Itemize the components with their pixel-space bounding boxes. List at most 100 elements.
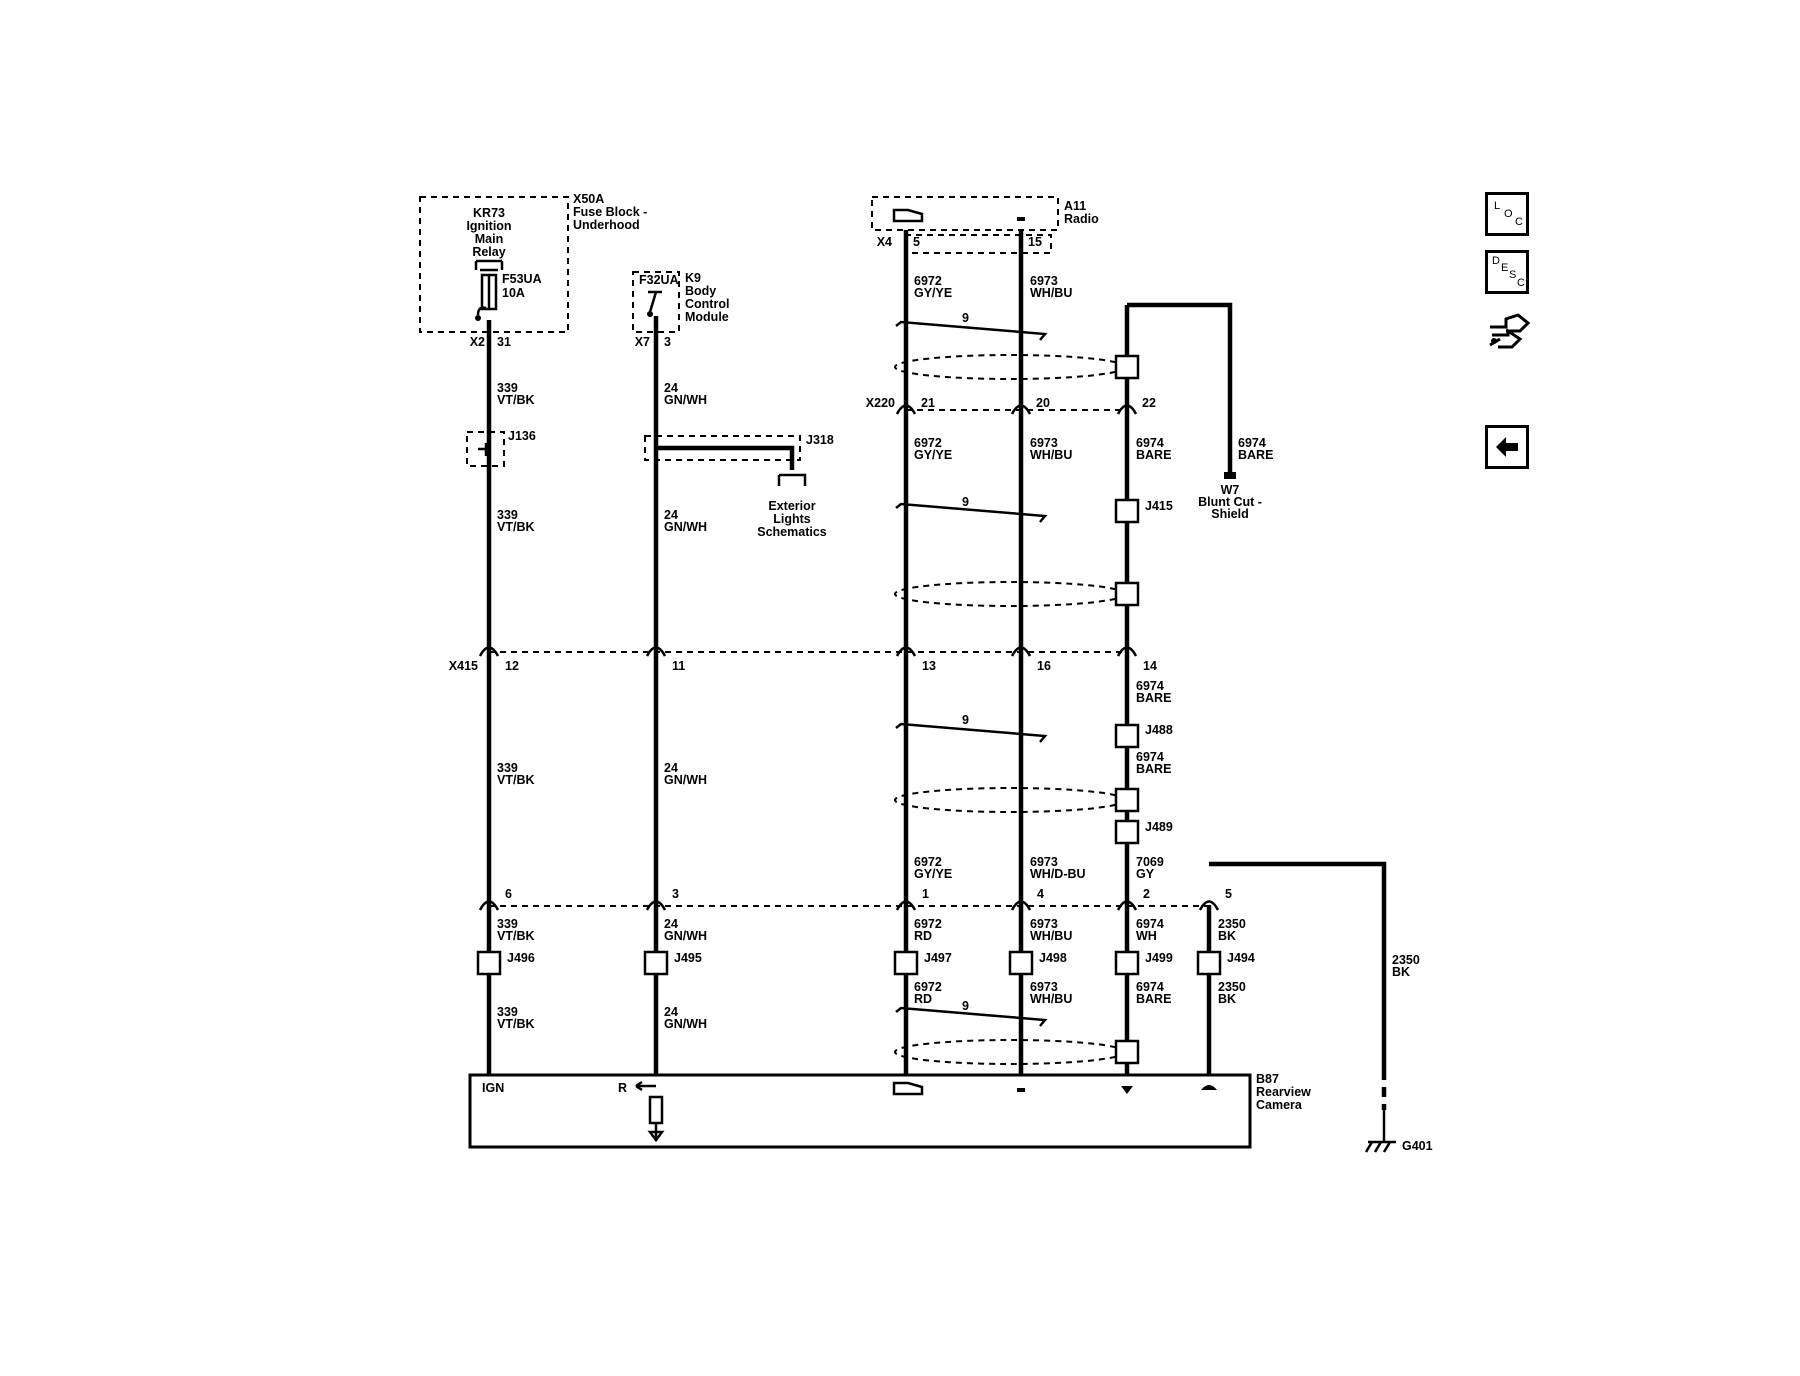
svg-text:WH/BU: WH/BU	[1030, 929, 1072, 943]
connector-view-button[interactable]	[1484, 305, 1534, 360]
svg-text:J494: J494	[1227, 951, 1255, 965]
twisted-pair-4: 9	[894, 999, 1126, 1065]
svg-text:9: 9	[962, 999, 969, 1013]
splice-j136: J136	[466, 429, 536, 467]
camera-pin-r: R	[618, 1081, 627, 1095]
svg-text:WH/BU: WH/BU	[1030, 286, 1072, 300]
connector-x4-pin-5: 5	[913, 235, 920, 249]
bcm-fuse-id: F32UA	[639, 273, 679, 287]
radio-id: A11	[1064, 199, 1086, 213]
camera-line1: Rearview	[1256, 1085, 1311, 1099]
fuse-block-x50a[interactable]: KR73 Ignition Main Relay F53UA 10A X50A …	[419, 192, 647, 333]
splice-j494	[1196, 950, 1222, 976]
svg-text:24: 24	[664, 508, 678, 522]
shield-w7: W7 Blunt Cut - Shield	[1198, 472, 1262, 521]
svg-text:Blunt Cut -: Blunt Cut -	[1198, 495, 1262, 509]
svg-text:339: 339	[497, 917, 518, 931]
splice-j497	[893, 950, 919, 976]
relay-id: KR73	[473, 206, 505, 220]
svg-text:6974: 6974	[1136, 750, 1164, 764]
svg-text:2350: 2350	[1218, 980, 1246, 994]
back-button[interactable]	[1485, 425, 1529, 469]
svg-text:6974: 6974	[1136, 679, 1164, 693]
svg-text:GN/WH: GN/WH	[664, 929, 707, 943]
splices: J415 J488 J489 J496 J495 J497 J498 J499 …	[476, 354, 1255, 1065]
svg-text:4: 4	[1037, 887, 1044, 901]
svg-text:6972: 6972	[914, 436, 942, 450]
svg-text:6: 6	[505, 887, 512, 901]
relay-line3: Relay	[472, 245, 505, 259]
svg-text:9: 9	[962, 495, 969, 509]
svg-text:6973: 6973	[1030, 855, 1058, 869]
svg-text:GN/WH: GN/WH	[664, 393, 707, 407]
svg-text:WH: WH	[1136, 929, 1157, 943]
svg-text:6973: 6973	[1030, 917, 1058, 931]
loc-button[interactable]: L O C	[1485, 192, 1529, 236]
svg-text:GY/YE: GY/YE	[914, 867, 952, 881]
svg-text:6974: 6974	[1238, 436, 1266, 450]
connector-x7-id: X7	[635, 335, 650, 349]
svg-text:J499: J499	[1145, 951, 1173, 965]
svg-text:9: 9	[962, 713, 969, 727]
svg-text:7069: 7069	[1136, 855, 1164, 869]
camera-pin-ign: IGN	[482, 1081, 504, 1095]
splice-j498	[1008, 950, 1034, 976]
svg-text:GN/WH: GN/WH	[664, 520, 707, 534]
svg-text:WH/BU: WH/BU	[1030, 992, 1072, 1006]
svg-text:GN/WH: GN/WH	[664, 773, 707, 787]
twisted-pair-2: 9	[894, 495, 1126, 607]
svg-text:339: 339	[497, 381, 518, 395]
svg-text:21: 21	[921, 396, 935, 410]
fuse-block-line2: Underhood	[573, 218, 640, 232]
svg-text:GY/YE: GY/YE	[914, 286, 952, 300]
camera-line2: Camera	[1256, 1098, 1303, 1112]
connector-x415: X415 12 11 13 16 14	[449, 646, 1157, 673]
svg-text:6973: 6973	[1030, 274, 1058, 288]
twisted-pair-1: 9	[894, 311, 1126, 380]
desc-button[interactable]: D E S C	[1485, 250, 1529, 294]
svg-text:6972: 6972	[914, 855, 942, 869]
svg-text:GN/WH: GN/WH	[664, 1017, 707, 1031]
radio-a11[interactable]: A11 Radio	[871, 196, 1099, 254]
svg-text:RD: RD	[914, 992, 932, 1006]
svg-text:VT/BK: VT/BK	[497, 929, 535, 943]
svg-text:1: 1	[922, 887, 929, 901]
svg-text:J497: J497	[924, 951, 952, 965]
svg-text:9: 9	[962, 311, 969, 325]
svg-text:RD: RD	[914, 929, 932, 943]
svg-text:X220: X220	[866, 396, 895, 410]
svg-text:339: 339	[497, 508, 518, 522]
svg-text:20: 20	[1036, 396, 1050, 410]
svg-text:J136: J136	[508, 429, 536, 443]
svg-text:VT/BK: VT/BK	[497, 1017, 535, 1031]
exterior-ref-line3: Schematics	[757, 525, 827, 539]
relay-line2: Main	[475, 232, 503, 246]
rearview-camera-b87[interactable]: IGN R B87 Rearview Camera	[468, 1072, 1311, 1149]
splice-shield-2	[1114, 581, 1140, 607]
svg-text:BK: BK	[1218, 992, 1236, 1006]
svg-text:W7: W7	[1221, 483, 1240, 497]
svg-text:3: 3	[672, 887, 679, 901]
bcm-id: K9	[685, 271, 701, 285]
bcm-line1: Body	[685, 284, 716, 298]
svg-text:14: 14	[1143, 659, 1157, 673]
svg-text:BARE: BARE	[1238, 448, 1273, 462]
svg-text:J488: J488	[1145, 723, 1173, 737]
fuse-id: F53UA	[502, 272, 542, 286]
svg-text:6973: 6973	[1030, 436, 1058, 450]
fuse-block-line1: Fuse Block -	[573, 205, 647, 219]
ground-g401: G401	[1364, 1110, 1433, 1153]
splice-j495	[643, 950, 669, 976]
svg-text:24: 24	[664, 917, 678, 931]
svg-text:2350: 2350	[1392, 953, 1420, 967]
body-control-module-k9[interactable]: F32UA K9 Body Control Module	[632, 271, 729, 333]
connector-x2-pin: 31	[497, 335, 511, 349]
fuse-rating: 10A	[502, 286, 525, 300]
svg-text:339: 339	[497, 761, 518, 775]
connector-x220: X220 21 20 22	[866, 396, 1156, 415]
wire-6974-shield	[1127, 302, 1233, 475]
svg-text:WH/D-BU: WH/D-BU	[1030, 867, 1086, 881]
